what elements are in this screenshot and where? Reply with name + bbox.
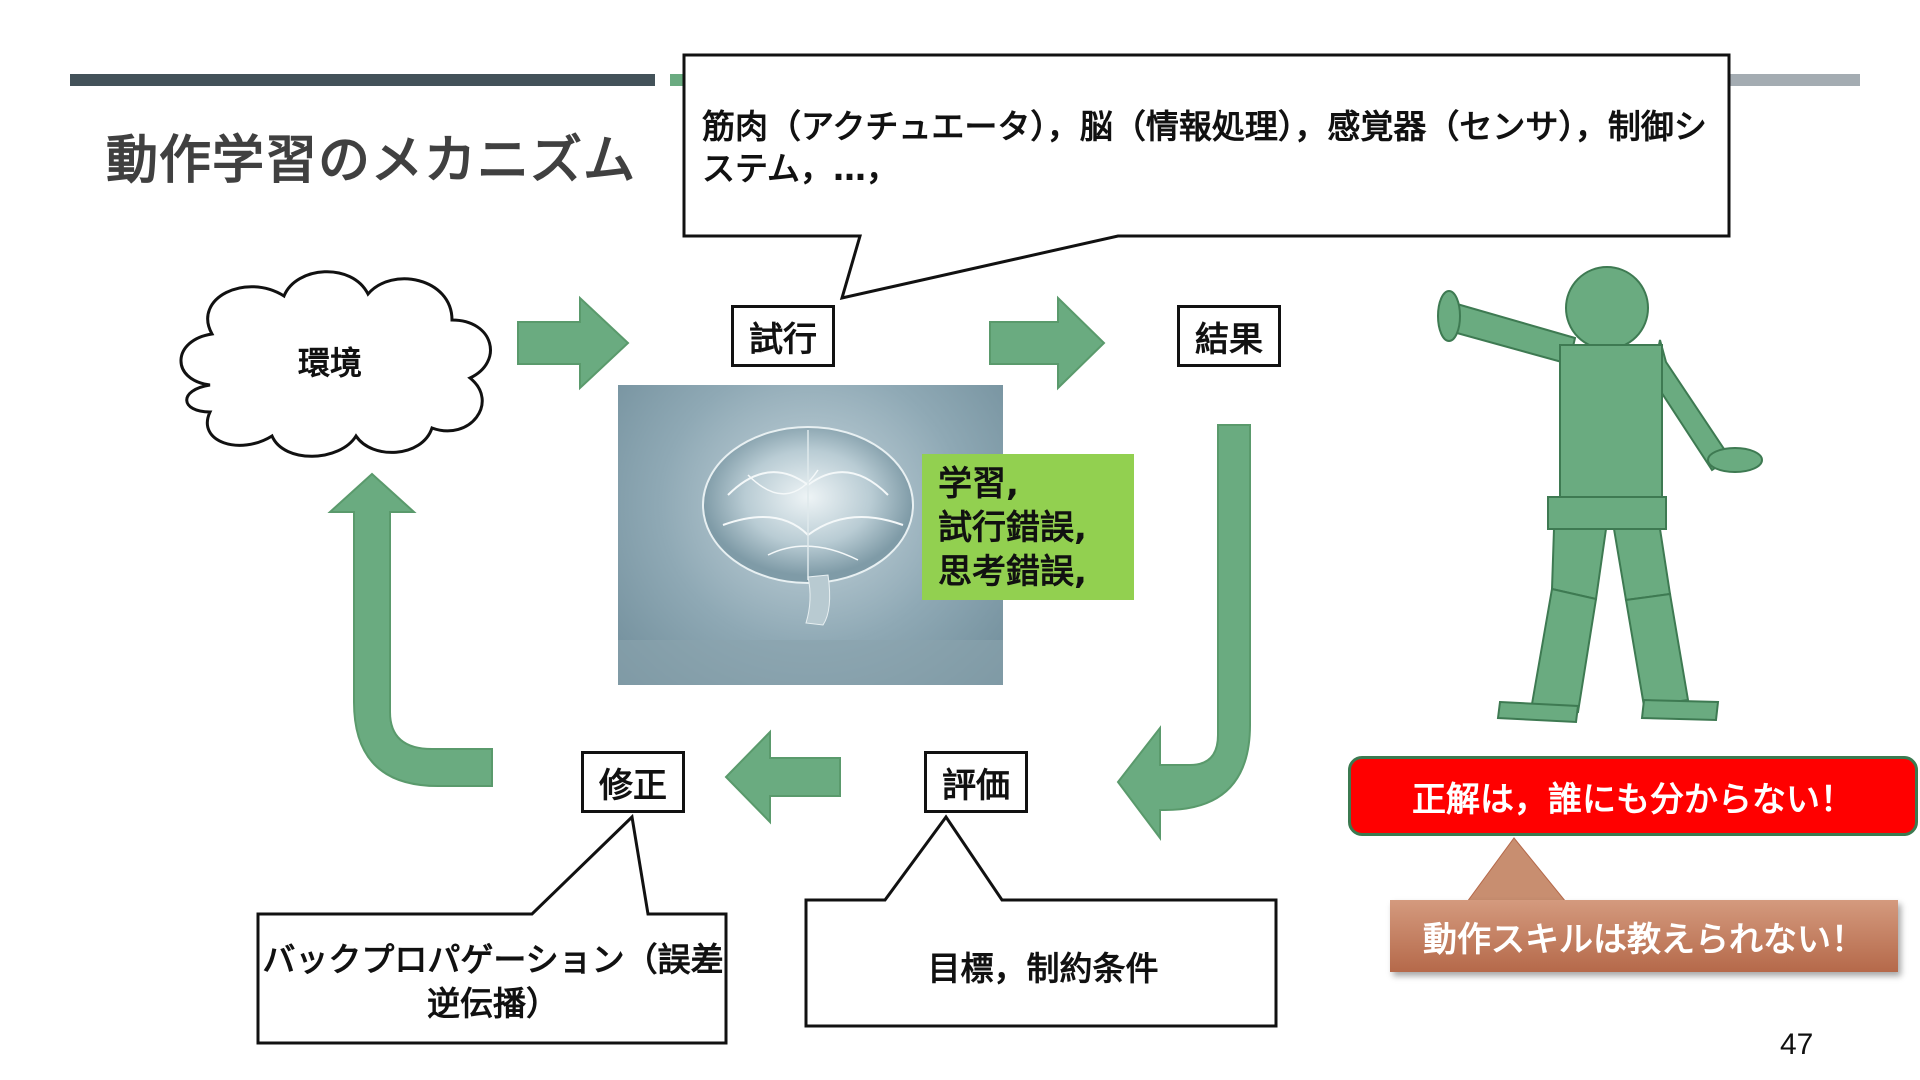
components-callout-text: 筋肉（アクチュエータ），脳（情報処理），感覚器（センサ），制御システム，…，	[702, 107, 1707, 188]
evaluation-label: 評価	[924, 751, 1028, 813]
figure-right-foot	[1640, 698, 1720, 722]
brain-icon	[618, 426, 1003, 685]
human-figure-icon	[1437, 266, 1763, 724]
goal-callout-text: 目標，制約条件	[927, 949, 1159, 988]
arrow-fix-to-env	[327, 472, 493, 787]
figure-left-shin	[1530, 587, 1598, 714]
figure-left-hand	[1437, 290, 1461, 342]
arrow-env-to-trial	[517, 295, 630, 391]
no-answer-banner: 正解は，誰にも分からない！	[1348, 756, 1918, 836]
arrow-eval-to-fix	[724, 729, 841, 825]
figure-left-arm	[1444, 300, 1577, 366]
result-label: 結果	[1177, 305, 1281, 367]
title-bar-gray	[1720, 74, 1860, 86]
figure-right-shin	[1624, 592, 1690, 708]
figure-right-thigh	[1612, 528, 1672, 602]
backprop-callout-text: バックプロパゲーション（誤差逆伝播）	[262, 940, 724, 1023]
arrow-trial-to-result	[989, 295, 1106, 391]
learning-line-3: 思考錯誤,	[938, 552, 1087, 592]
figure-left-thigh	[1550, 528, 1608, 601]
title-bar-dark	[70, 74, 655, 86]
learning-box: 学習, 試行錯誤, 思考錯誤,	[922, 454, 1134, 600]
backprop-callout-bubble	[256, 813, 728, 1045]
skill-banner: 動作スキルは教えられない！	[1390, 900, 1898, 972]
trial-label: 試行	[731, 305, 835, 367]
skill-callout-pointer	[1466, 837, 1568, 903]
figure-hips	[1547, 496, 1667, 530]
brain-illustration	[618, 385, 1003, 685]
slide-title: 動作学習のメカニズム	[106, 131, 637, 191]
figure-head	[1565, 266, 1649, 350]
page-number: 47	[1780, 1028, 1814, 1061]
environment-cloud	[179, 270, 492, 458]
correction-label: 修正	[581, 751, 685, 813]
environment-label: 環境	[297, 344, 362, 382]
arrow-result-to-eval	[1116, 424, 1251, 841]
figure-right-hand	[1707, 447, 1763, 473]
learning-line-1: 学習,	[938, 464, 1019, 504]
learning-line-2: 試行錯誤,	[938, 508, 1087, 548]
figure-left-foot	[1496, 700, 1580, 724]
goal-callout-bubble	[804, 814, 1278, 1028]
components-callout-bubble	[682, 53, 1731, 301]
